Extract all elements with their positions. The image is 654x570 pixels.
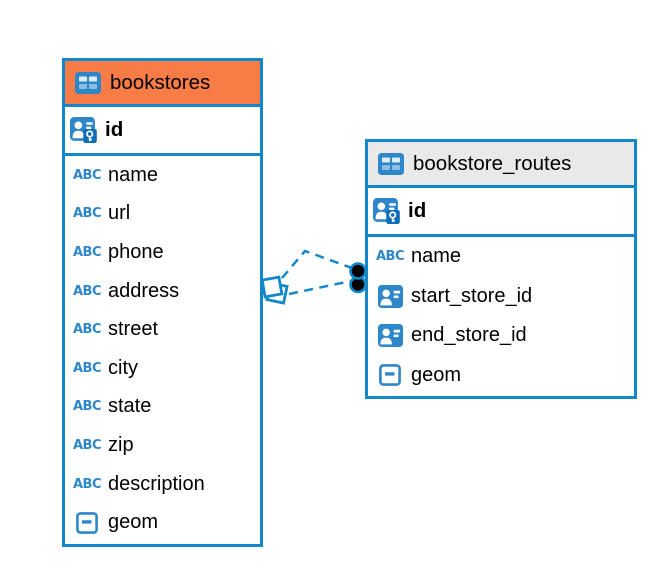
- relationship-line-start-store[interactable]: [288, 279, 352, 296]
- column-row-name[interactable]: ABC name: [368, 237, 634, 277]
- geometry-type-icon: [69, 512, 105, 534]
- column-row-id[interactable]: id: [368, 188, 634, 237]
- column-label: geom: [411, 363, 462, 386]
- column-row-state[interactable]: ABC state: [65, 388, 260, 427]
- table-header-bookstores[interactable]: bookstores: [65, 61, 260, 107]
- column-label: end_store_id: [411, 324, 527, 347]
- column-label: geom: [108, 511, 159, 534]
- many-end-diamond-marker[interactable]: [260, 275, 289, 305]
- column-row-street[interactable]: ABC street: [65, 310, 260, 349]
- column-row-end-store-id[interactable]: end_store_id: [368, 316, 634, 356]
- column-row-address[interactable]: ABC address: [65, 272, 260, 311]
- text-type-icon: ABC: [72, 283, 102, 299]
- text-type-icon: ABC: [72, 167, 102, 183]
- text-type-icon: ABC: [375, 249, 405, 265]
- text-type-icon: ABC: [72, 322, 102, 338]
- column-label: description: [108, 472, 205, 495]
- column-row-geom[interactable]: geom: [65, 503, 260, 542]
- primary-key-user-icon: [373, 198, 400, 224]
- column-list: ABC name ABC url ABC phone ABC address A…: [65, 156, 260, 544]
- table-bookstore-routes[interactable]: bookstore_routes id ABC name start_store…: [365, 139, 637, 399]
- column-row-zip[interactable]: ABC zip: [65, 426, 260, 465]
- text-type-icon: ABC: [72, 437, 102, 453]
- column-row-description[interactable]: ABC description: [65, 465, 260, 504]
- column-label: name: [108, 163, 159, 186]
- table-icon: [378, 153, 404, 175]
- table-title: bookstores: [110, 70, 211, 94]
- column-label: name: [411, 245, 462, 268]
- column-label: zip: [108, 433, 134, 456]
- user-reference-icon: [372, 285, 408, 308]
- column-label: phone: [108, 240, 164, 263]
- column-row-id[interactable]: id: [65, 107, 260, 156]
- column-list: ABC name start_store_id end_store_id geo…: [368, 237, 634, 396]
- geometry-type-icon: [372, 364, 408, 386]
- text-type-icon: ABC: [72, 244, 102, 260]
- text-type-icon: ABC: [72, 360, 102, 376]
- table-header-bookstore-routes[interactable]: bookstore_routes: [368, 142, 634, 188]
- table-icon: [75, 72, 101, 94]
- pk-column-label: id: [408, 199, 427, 222]
- column-row-phone[interactable]: ABC phone: [65, 233, 260, 272]
- column-row-geom[interactable]: geom: [368, 356, 634, 396]
- table-title: bookstore_routes: [413, 151, 572, 175]
- column-label: url: [108, 202, 131, 225]
- one-end-dot-markers[interactable]: [349, 262, 367, 294]
- table-bookstores[interactable]: bookstores id ABC name ABC url ABC phone…: [62, 58, 263, 547]
- primary-key-user-icon: [70, 117, 97, 143]
- column-row-start-store-id[interactable]: start_store_id: [368, 277, 634, 317]
- column-row-city[interactable]: ABC city: [65, 349, 260, 388]
- text-type-icon: ABC: [72, 399, 102, 415]
- text-type-icon: ABC: [72, 476, 102, 492]
- column-label: start_store_id: [411, 284, 533, 307]
- column-label: address: [108, 279, 180, 302]
- column-label: street: [108, 318, 159, 341]
- column-row-url[interactable]: ABC url: [65, 195, 260, 234]
- column-label: state: [108, 395, 152, 418]
- pk-column-label: id: [105, 118, 124, 141]
- column-label: city: [108, 356, 138, 379]
- text-type-icon: ABC: [72, 206, 102, 222]
- column-row-name[interactable]: ABC name: [65, 156, 260, 195]
- user-reference-icon: [372, 324, 408, 347]
- relationship-line-end-store[interactable]: [281, 249, 353, 279]
